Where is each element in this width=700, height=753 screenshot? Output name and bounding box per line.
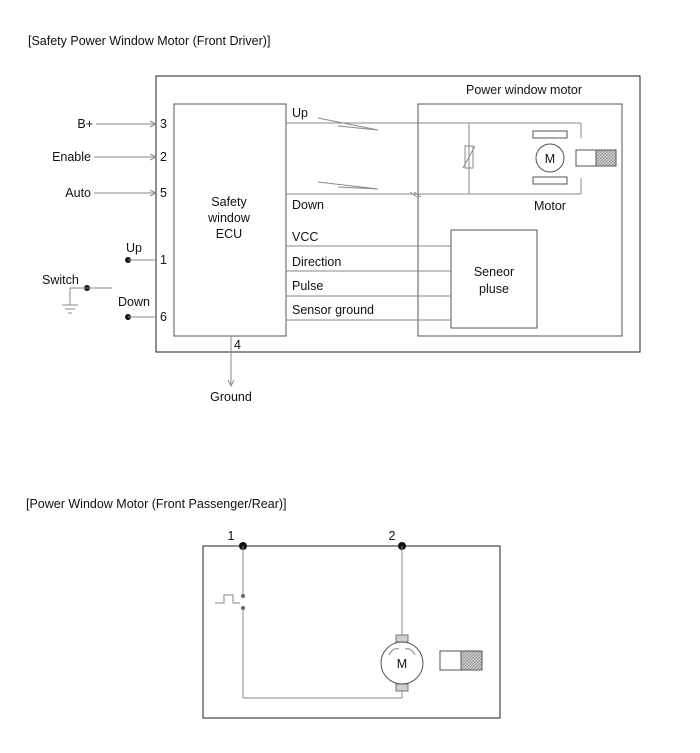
sensor-label-line2: pluse (479, 282, 509, 296)
gear-hatched-icon (460, 650, 483, 671)
pin-5: 5 (160, 186, 167, 200)
ground-output: 4 Ground (210, 336, 252, 404)
pin-3: 3 (160, 117, 167, 131)
sensor-block: Seneor pluse (450, 229, 538, 329)
gear-hatched-icon (595, 149, 617, 167)
input-enable-label: Enable (52, 150, 91, 164)
arrow-down-direction-icon (317, 181, 379, 190)
ecu-block: Safety window ECU (173, 103, 287, 337)
diagram2-wiring (215, 546, 403, 699)
diagram2-pin-1: 1 (228, 529, 235, 543)
diagram2-frame (202, 545, 501, 719)
gear-box-icon (439, 650, 462, 671)
input-auto-label: Auto (65, 186, 91, 200)
motor-symbol: M Motor (532, 130, 617, 213)
arrow-bplus-icon (149, 120, 158, 128)
thermal-protector-icon (464, 145, 474, 169)
power-window-motor-block: Power window motor (417, 83, 623, 337)
sensor-wires: VCC Direction Pulse Sensor ground (286, 230, 451, 321)
input-bplus-label: B+ (77, 117, 93, 131)
diagram2-pin-2: 2 (389, 529, 396, 543)
ecu-label-line2: window (207, 211, 251, 225)
motor-drive-wires: Up Down (286, 106, 582, 212)
ground-symbol-icon (62, 304, 78, 314)
motor-block-title: Power window motor (466, 83, 582, 97)
diagram2-motor: M (380, 634, 483, 692)
pin-6: 6 (160, 310, 167, 324)
diagram2-title: [Power Window Motor (Front Passenger/Rea… (26, 497, 287, 511)
motor-icon (380, 641, 424, 685)
arrow-ground-icon (227, 379, 235, 388)
input-wires: B+ 3 Enable 2 Auto 5 (52, 117, 167, 200)
motor-brush-bottom-icon (532, 176, 568, 185)
sensor-label-line1: Seneor (474, 265, 514, 279)
motor-brush-bottom-icon (395, 683, 409, 692)
motor-label: Motor (534, 199, 566, 213)
outer-frame (155, 75, 641, 353)
signal-down-label: Down (292, 198, 324, 212)
ground-label: Ground (210, 390, 252, 404)
ecu-label-line3: ECU (216, 227, 242, 241)
pulse-signal-icon (215, 594, 240, 604)
pin-2: 2 (160, 150, 167, 164)
contact-point-icon (241, 606, 245, 610)
motor-brush-top-icon (395, 634, 409, 643)
arrow-enable-icon (149, 153, 158, 161)
motor-icon (535, 143, 565, 173)
contact-point-icon (241, 594, 245, 598)
arrow-auto-icon (149, 189, 158, 197)
arrow-up-direction-icon (317, 117, 379, 131)
motor-m-label: M (545, 152, 555, 166)
pin-4: 4 (234, 338, 241, 352)
signal-direction-label: Direction (292, 255, 341, 269)
ecu-label-line1: Safety (211, 195, 247, 209)
signal-up-label: Up (292, 106, 308, 120)
diagram1-title: [Safety Power Window Motor (Front Driver… (28, 34, 270, 48)
motor-brush-top-icon (532, 130, 568, 139)
switch: Up 1 Down 6 Switch (42, 241, 167, 324)
rotation-arrows-icon (388, 648, 416, 656)
gear-box-icon (575, 149, 597, 167)
pin-1: 1 (160, 253, 167, 267)
switch-up-label: Up (126, 241, 142, 255)
switch-down-label: Down (118, 295, 150, 309)
diagram2-motor-m-label: M (397, 657, 407, 671)
switch-label: Switch (42, 273, 79, 287)
signal-pulse-label: Pulse (292, 279, 323, 293)
signal-vcc-label: VCC (292, 230, 318, 244)
signal-sensor-ground-label: Sensor ground (292, 303, 374, 317)
diagram2-terminals: 1 2 (228, 529, 406, 550)
wire-break-icon (409, 191, 422, 198)
